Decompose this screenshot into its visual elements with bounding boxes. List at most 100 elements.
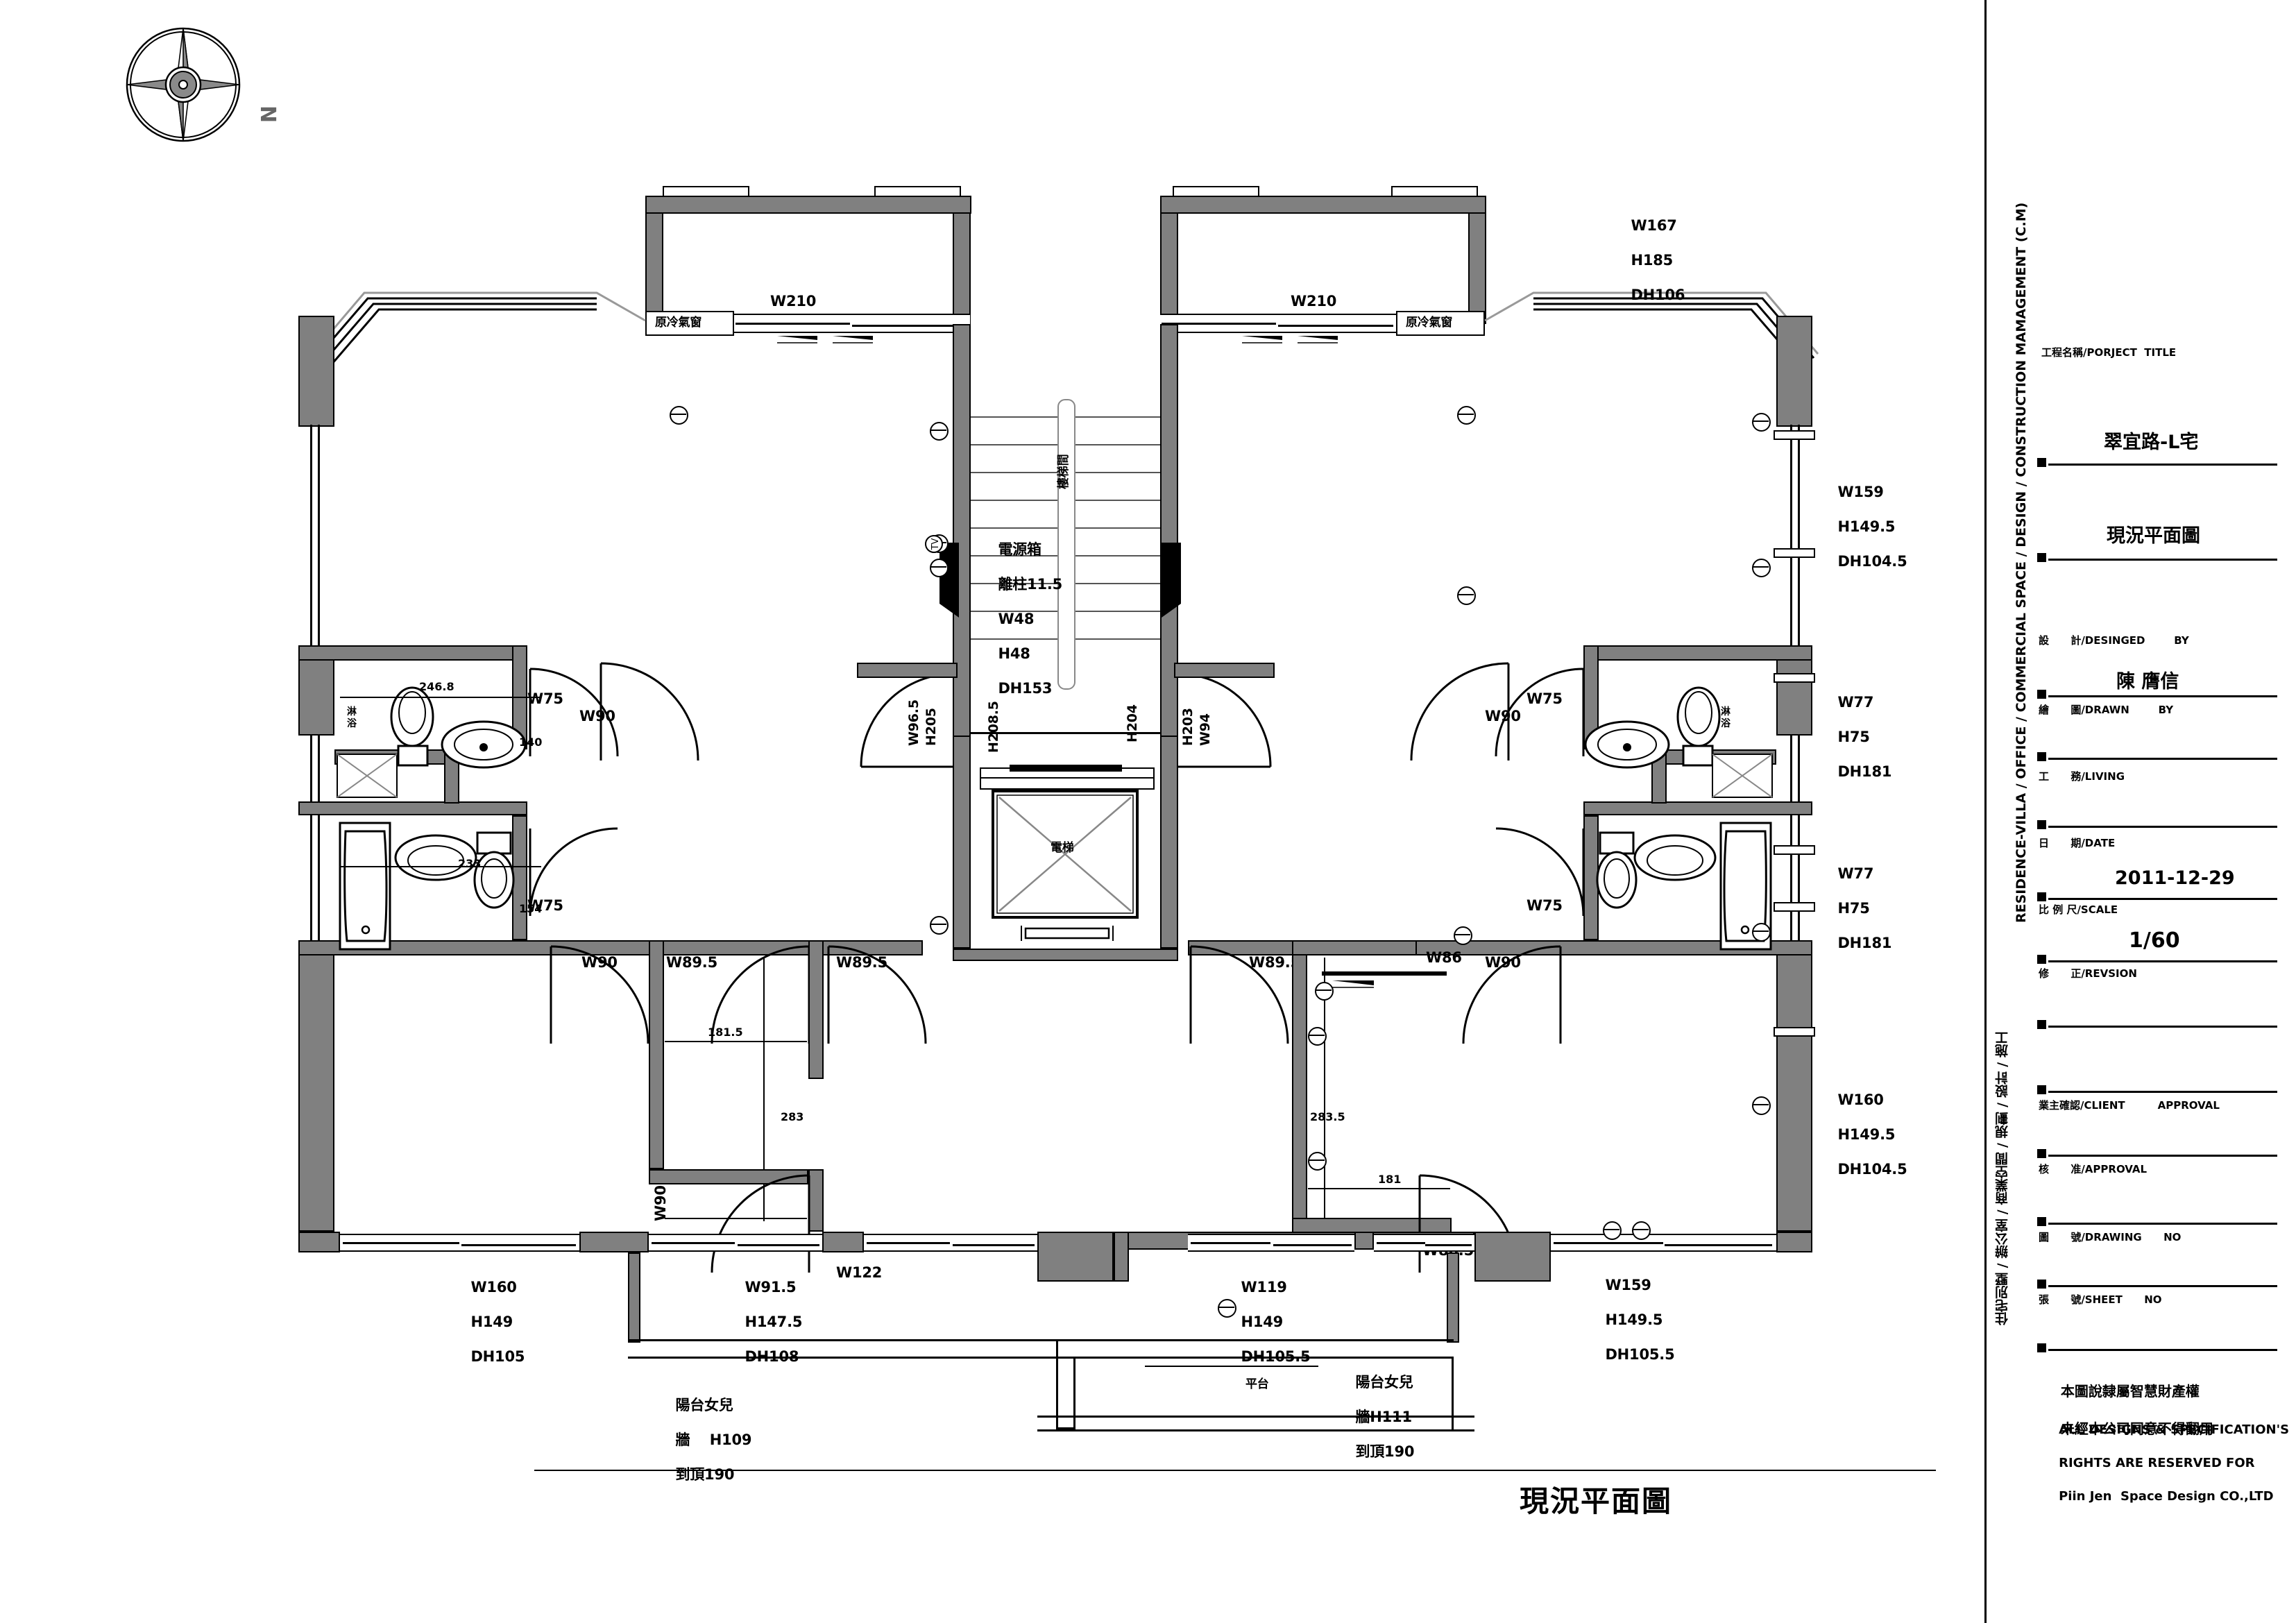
tick-sheet-no [2037,1280,2046,1289]
window-left-vertical-a [310,425,312,647]
label-w75-a: W75 [527,690,563,707]
floor-plan-drawing: 原冷氣窗 W210 原冷氣窗 W210 [298,186,1907,1501]
shower-tray-right [1712,754,1773,798]
sheet-bottom-title: 現況平面圖 [1520,1484,1673,1518]
wall-elevator-left [953,736,971,949]
label-h204: H204 [1125,704,1140,742]
value-project-title: 翠宜路-L宅 [2104,432,2199,453]
outlet-icon [1308,1152,1327,1171]
label-approval: 核 准/APPROVAL [2039,1163,2148,1175]
window-left-vertical-b [318,425,320,647]
copyright-en-line-1: ALL DESIGNS & SPECIFICATION'S [2059,1422,2290,1437]
rule-designed [2048,695,2277,697]
wall-outer-right-lower [1776,940,1812,1232]
copyright-en-line-3: Piin Jen Space Design CO.,LTD [2059,1489,2274,1504]
note-parapet-left: 陽台女兒 牆 H109 到頂190 [656,1379,751,1501]
outlet-icon [1752,923,1771,942]
wall-balcony-div-right [1447,1252,1459,1343]
window-right-reveal-5 [1774,902,1815,912]
rule-drawn [2048,758,2277,760]
balcony-right-inner-line [1145,1366,1318,1367]
dimension-246-8: 246.8 [419,680,454,693]
callout-line: H149.5 [1605,1311,1663,1328]
callout-line: H149 [1241,1314,1284,1330]
window-w210-right [1160,314,1396,333]
rule-date [2048,898,2277,900]
dimension-181-5: 181.5 [708,1026,743,1039]
callout-line: DH104.5 [1837,1161,1907,1178]
bathroom-right-fixtures-lower [1596,822,1772,951]
label-w122: W122 [836,1264,883,1281]
wall-right-closet-top [1292,940,1417,955]
core-door-right-leaf [1162,543,1181,618]
window-right-vertical-b [1798,425,1800,647]
title-block-border [1984,0,1987,1623]
callout-line: W77 [1837,694,1874,711]
door-arc-right-w89 [1189,945,1289,1044]
tick-copyright [2037,1343,2046,1352]
outlet-icon [670,406,688,425]
wall-core-door-head-left [857,663,958,678]
note-line: 牆 H109 [675,1431,752,1448]
label-w89-5-b: W89.5 [836,954,887,971]
window-right-vertical-c [1790,734,1792,942]
note-line: 陽台女兒 [1355,1374,1413,1391]
tick-project [2037,458,2046,467]
window-w86-panel [1322,971,1447,976]
dim-line-233 [340,866,541,867]
callout-win-top-right: W167 H185 DH106 [1611,200,1685,321]
vertical-services-en: RESIDENCE-VILLA / OFFICE / COMMERCIAL SP… [2014,202,2029,923]
door-arc-bath-right-lower [1495,827,1585,917]
dimension-283-5: 283.5 [1310,1110,1345,1123]
window-right-vertical-d [1798,734,1800,942]
callout-line: H149.5 [1837,1126,1896,1143]
wall-top-stub-4 [1468,196,1486,324]
stair-handrail [1057,399,1075,690]
balcony-right-edge-c [1037,1416,1474,1418]
label-ac-window-right: 原冷氣窗 [1406,316,1453,330]
outlet-icon [1315,982,1334,1001]
callout-win-bottom-mid1: W91.5 H147.5 DH108 [725,1261,802,1383]
label-w75-b: W75 [527,897,563,914]
elevator-dimension-bar [1021,926,1114,941]
label-w90-b: W90 [581,954,618,971]
elevator-threshold [971,732,1160,734]
callout-line: H48 [998,645,1030,662]
label-w90-c: W90 [652,1185,669,1221]
door-arc-bath-left-lower [529,827,618,917]
window-bottom-left [340,1234,579,1252]
outlet-icon [1218,1299,1236,1318]
wall-bath-left-mid [298,801,527,815]
rule-client [2048,1091,2277,1093]
label-w90-a: W90 [579,708,615,724]
compass-rose: N [117,15,280,154]
elevator-door-panel [1010,765,1122,772]
elevator-door-frame [980,777,1155,790]
window-w86-arrow [1332,980,1374,988]
outlet-icon [1457,406,1476,425]
callout-line: W167 [1631,217,1677,234]
rule-scale [2048,960,2277,962]
label-drawn-by: 繪 圖/DRAWN BY [2039,704,2174,716]
rule-drawing-no [2048,1223,2277,1225]
window-right-vertical-a [1790,425,1792,647]
wall-top-stub-2 [953,196,971,324]
label-sheet-no: 張 號/SHEET NO [2039,1293,2162,1306]
svg-text:TV: TV [930,538,941,550]
label-w89-5-a: W89.5 [666,954,717,971]
callout-line: W48 [998,611,1035,627]
outlet-icon [1752,559,1771,577]
window-left-vertical-c [310,734,312,942]
window-bottom-right [1551,1234,1776,1252]
callout-line: H75 [1837,729,1870,745]
outlet-icon [1457,586,1476,605]
dimension-283: 283 [781,1110,804,1123]
window-right-reveal-6 [1774,1027,1815,1037]
window-bottom-mid1 [649,1234,822,1252]
bathroom-right-fixtures-upper [1584,686,1721,769]
window-bottom-mid3 [1188,1234,1354,1252]
callout-line: DH105.5 [1241,1348,1311,1365]
callout-win-right-mid2: W77 H75 DH181 [1818,848,1891,969]
room-label-shower-left: 淋浴 [347,706,357,729]
vertical-services-cn: 住宅別墅 / 辦公室 / 商業空間 / 規劃 / 設計 / 施工 [1995,1031,2010,1325]
